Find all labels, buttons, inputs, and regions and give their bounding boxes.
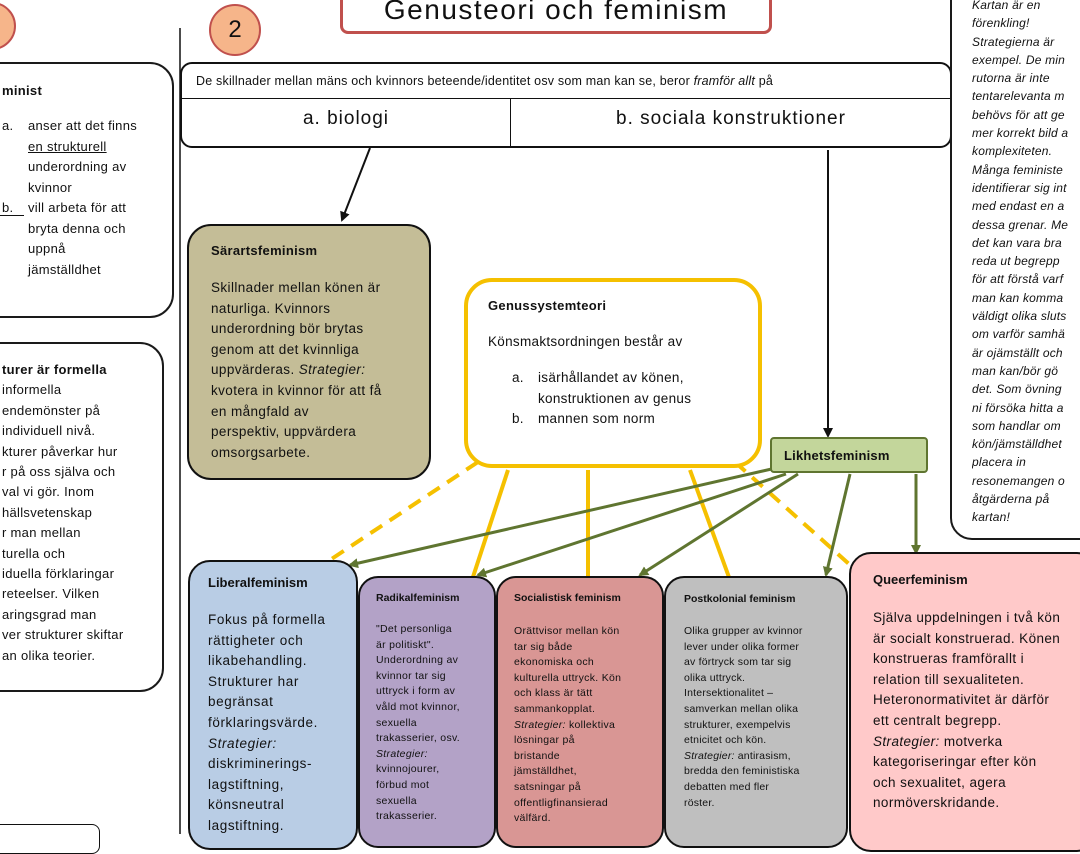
underline-rule bbox=[0, 215, 24, 216]
strukturer-text: turer är formella informella endemönster… bbox=[2, 362, 124, 663]
social-card: Socialistisk feminism Orättvisor mellan … bbox=[496, 576, 664, 848]
queer-card: Queerfeminism Själva uppdelningen i två … bbox=[849, 552, 1080, 852]
genus-line-radikal bbox=[470, 469, 510, 581]
list-item: b. mannen som norm bbox=[512, 411, 656, 427]
genus-intro: Könsmaktsordningen består av bbox=[488, 334, 683, 349]
page-title-box: Genusteori och feminism bbox=[340, 0, 772, 34]
likhet-title: Likhetsfeminism bbox=[784, 447, 890, 463]
social-title: Socialistisk feminism bbox=[514, 592, 621, 604]
page-title: Genusteori och feminism bbox=[383, 0, 729, 25]
bottom-left-box-fragment bbox=[0, 824, 100, 854]
postkolonial-card: Postkolonial feminism Olika grupper av k… bbox=[664, 576, 848, 848]
genus-dashed-liberal bbox=[328, 460, 480, 562]
option-sociala-konstruktioner: b. sociala konstruktioner bbox=[616, 108, 846, 129]
connector-lines bbox=[179, 28, 921, 834]
list-item: a. isärhållandet av könen,konstruktionen… bbox=[512, 370, 692, 406]
likhet-arrow-social bbox=[638, 472, 799, 577]
feminist-card-list: a. anser att det finns en strukturell un… bbox=[2, 116, 172, 280]
genus-dashed-queer bbox=[733, 460, 860, 574]
radikal-title: Radikalfeminism bbox=[376, 592, 460, 604]
radikal-card: Radikalfeminism "Det personliga är polit… bbox=[358, 576, 496, 848]
step-number: 2 bbox=[228, 16, 242, 43]
sarart-title: Särartsfeminism bbox=[211, 243, 318, 258]
option-biologi: a. biologi bbox=[302, 108, 390, 129]
liberal-title: Liberalfeminism bbox=[208, 575, 308, 590]
genus-title: Genussystemteori bbox=[488, 298, 607, 313]
option-divider bbox=[510, 98, 511, 148]
queer-text: Själva uppdelningen i två kön är socialt… bbox=[873, 610, 1061, 811]
question-text: De skillnader mellan mäns och kvinnors b… bbox=[196, 74, 774, 88]
step-circle-2: 2 bbox=[209, 4, 261, 56]
radikal-text: "Det personliga är politiskt". Underordn… bbox=[376, 623, 460, 823]
question-box: De skillnader mellan mäns och kvinnors b… bbox=[180, 62, 952, 148]
postkolonial-title: Postkolonial feminism bbox=[684, 593, 796, 605]
likhet-arrow-radikal bbox=[476, 472, 787, 578]
genus-list: a. isärhållandet av könen,konstruktionen… bbox=[512, 368, 752, 430]
likhet-arrow-postkolonial bbox=[822, 473, 852, 577]
sarart-text: Skillnader mellan könen är naturliga. Kv… bbox=[211, 280, 382, 460]
list-item: a. anser att det finns en strukturell un… bbox=[2, 118, 138, 195]
strukturer-card: turer är formella informella endemönster… bbox=[0, 342, 164, 692]
genus-line-postkolonial bbox=[688, 469, 732, 581]
postkolonial-text: Olika grupper av kvinnor lever under oli… bbox=[684, 625, 803, 809]
social-text: Orättvisor mellan kön tar sig både ekono… bbox=[514, 625, 622, 825]
arrow-biologi-to-sarart bbox=[340, 147, 371, 222]
feminist-definition-card: minist a. anser att det finns en struktu… bbox=[0, 62, 174, 318]
question-divider bbox=[182, 98, 950, 99]
likhet-arrow-liberal bbox=[348, 466, 777, 569]
genus-card: Genussystemteori Könsmaktsordningen best… bbox=[464, 278, 762, 468]
queer-title: Queerfeminism bbox=[873, 572, 968, 587]
likhet-card: Likhetsfeminism bbox=[770, 437, 928, 473]
note-card: Kartan är en förenkling! Strategierna är… bbox=[950, 0, 1080, 540]
liberal-card: Liberalfeminism Fokus på formella rättig… bbox=[188, 560, 358, 850]
note-text: Kartan är en förenkling! Strategierna är… bbox=[972, 0, 1069, 525]
feminist-card-title: minist bbox=[2, 83, 43, 98]
liberal-text: Fokus på formella rättigheter och likabe… bbox=[208, 612, 326, 833]
sarart-card: Särartsfeminism Skillnader mellan könen … bbox=[187, 224, 431, 480]
list-item: b. vill arbeta för att bryta denna och u… bbox=[2, 200, 127, 277]
